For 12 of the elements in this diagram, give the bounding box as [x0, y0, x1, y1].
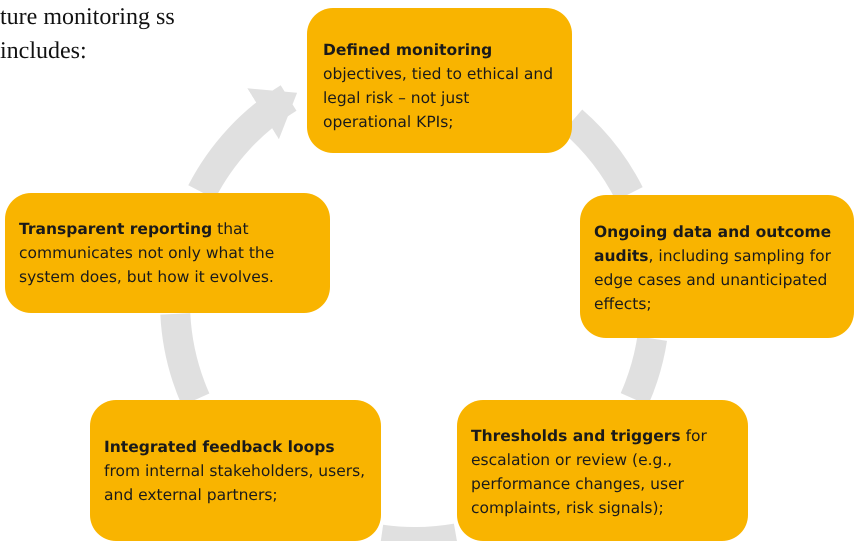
step-box — [580, 195, 854, 338]
step-text: Defined monitoring objectives, tied to ethical and legal risk – not just operational KPIs; — [323, 40, 554, 132]
step-box — [5, 193, 330, 313]
intro-text: ture monitoring ss includes: — [0, 3, 176, 66]
step-text: Transparent reporting that communicates not only what the system does, but how it evolves. — [19, 219, 276, 288]
step-box — [457, 400, 748, 541]
step-text: Ongoing data and outcome audits, including sampling for edge cases and unanticipated effects; — [594, 222, 832, 314]
step-text: Thresholds and triggers for escalation or review (e.g., performance changes, user complaints, risk signals); — [471, 426, 708, 518]
step-box — [307, 8, 572, 153]
step-box — [90, 400, 381, 541]
cycle-arc — [379, 524, 459, 541]
step-text: Integrated feedback loops from internal stakeholders, users, and external partners; — [104, 436, 366, 506]
